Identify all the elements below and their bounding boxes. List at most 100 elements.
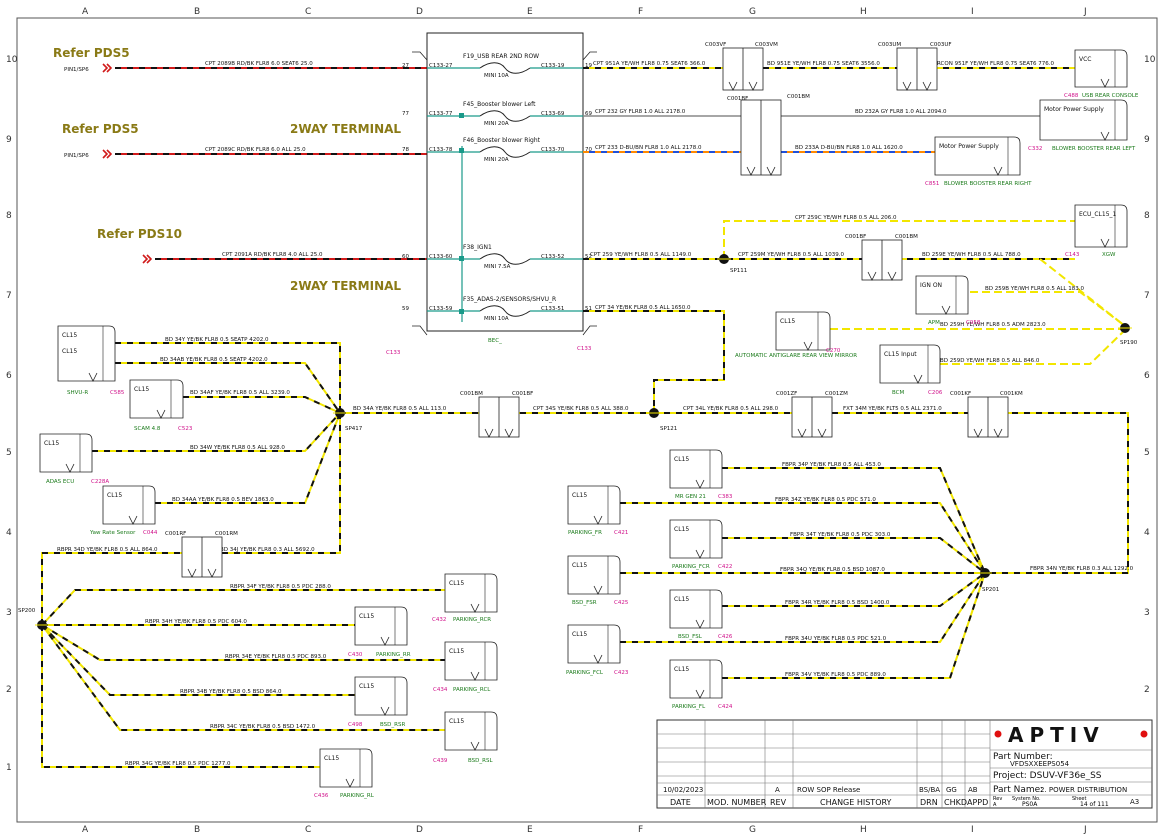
title-block-header: CHANGE HISTORY [820, 798, 892, 807]
title-block-header: CHKD [944, 798, 967, 807]
part-number-label: Part Number: [993, 752, 1053, 762]
fuse-name: F19_USB REAR 2ND ROW [463, 53, 539, 60]
device-name: PARKING_FR [568, 530, 602, 536]
fuse-pin-num-left: 27 [402, 63, 409, 69]
device-name: BLOWER BOOSTER REAR RIGHT [944, 181, 1032, 187]
fuse-rating: MINI 20A [484, 121, 509, 127]
system-label: System No. [1012, 796, 1041, 802]
device-connector-id: C958 [966, 320, 981, 326]
fuse-pin-num-left: 60 [402, 254, 409, 260]
fuse-pin-num-right: 51 [585, 306, 592, 312]
title-block-header: APPD [967, 798, 988, 807]
wire-label: FBPR 34Q YE/BK FLR8 0.5 BSD 1087.0 [780, 567, 885, 573]
title-block-header: MOD. NUMBER [707, 798, 767, 807]
wire-label: RBPR 34G YE/BK FLR8 0.5 PDC 1277.0 [125, 761, 231, 767]
device-pin-label: CL15 [674, 456, 689, 463]
part-name-label: Part Name: [993, 785, 1043, 795]
fuse-rating: MINI 20A [484, 157, 509, 163]
sheet-value: 14 of 111 [1080, 801, 1109, 808]
inline-connector-id: C003VF [705, 42, 726, 48]
device-pin-label: CL15 [674, 666, 689, 673]
drn-value: BS/BA [919, 786, 940, 794]
fuse-pin-num-right: 52 [585, 254, 592, 260]
device-name: PARKING_FL [672, 704, 706, 710]
pin-in-label: PIN1/SP6 [64, 153, 89, 159]
inline-connector-id: C001BF [512, 391, 533, 397]
fusebox-id-left: C133 [386, 350, 401, 356]
terminal-label: 2WAY TERMINAL [290, 122, 401, 136]
grid-row-label: 10 [6, 55, 18, 65]
device-name: SHVU-R [67, 390, 88, 396]
fuse-name: F38_IGN1 [463, 244, 492, 251]
splice-node: SP200 [18, 608, 49, 630]
title-block-header: DATE [670, 798, 691, 807]
grid-column-label: D [416, 825, 423, 835]
inline-connector-id: C001KF [950, 391, 971, 397]
device-pin-label: IGN ON [920, 282, 942, 289]
inline-connector-id: C001BF [727, 96, 748, 102]
fuse-pin-num-left: 77 [402, 111, 409, 117]
grid-column-label: D [416, 7, 423, 17]
grid-row-label: 6 [1144, 371, 1150, 381]
device-name: BSD_FSR [572, 600, 597, 606]
device-connector-id: C421 [614, 530, 628, 536]
wire-label: RBPR 34C YE/BK FLR8 0.5 BSD 1472.0 [210, 724, 316, 730]
grid-column-label: I [971, 825, 974, 835]
wire-label: FBPR 34T YE/BK FLR8 0.5 PDC 303.0 [790, 532, 891, 538]
wire-label: CPT 34L YE/BK FLR8 0.5 ALL 298.0 [683, 406, 779, 412]
grid-row-label: 3 [6, 608, 12, 618]
wire-label: BD 259H YE/WH FLR8 0.5 ADM 2823.0 [940, 322, 1046, 328]
blower-left-circuit: CPT 232 GY FLR8 1.0 ALL 2178.0 BD 232A G… [583, 109, 1040, 117]
device-connector-id: C488 [1064, 93, 1079, 99]
usb-circuit: CPT 951A YE/WH FLR8 0.75 SEAT6 366.0 BD … [583, 61, 1075, 69]
fuse-pin-num-left: 78 [402, 147, 409, 153]
device-connector-id: C425 [614, 600, 629, 606]
grid-column-label: I [971, 7, 974, 17]
arrow-in-icon [102, 63, 112, 73]
grid-column-label: C [305, 7, 311, 17]
device-pin-label: CL15 [572, 492, 587, 499]
device-pin-label: VCC [1079, 56, 1091, 63]
device-name: BCM [892, 390, 905, 396]
sheet-frame [16, 17, 1158, 823]
wire-label: BD 951E YE/WH FLR8 0.75 SEAT6 3556.0 [767, 61, 880, 67]
device-pin-label: Motor Power Supply [939, 143, 999, 150]
splice-label: SP121 [660, 426, 677, 432]
adas-circuit: CPT 34 YE/BK FLR8 0.5 ALL 1650.0 BD 34A … [41, 305, 1134, 768]
device-pin-label: Motor Power Supply [1044, 106, 1104, 113]
grid-row-label: 7 [1144, 291, 1150, 301]
device-connector-id: C426 [718, 634, 733, 640]
fusebox-id-right: C133 [577, 346, 592, 352]
wire-label: CPT 2089C RD/BK FLR8 6.0 ALL 25.0 [205, 147, 306, 153]
fuse-name: F35_ADAS-2/SENSORS/SHVU_R [463, 296, 556, 303]
fuse-pin-num-right: 19 [585, 63, 592, 69]
grid-row-label: 2 [1144, 685, 1150, 695]
wire-label: FXT 34M YE/BK FLT5 0.5 ALL 2371.0 [843, 406, 942, 412]
device-name: BSD_FSL [678, 634, 703, 640]
wire-label: BD 34AA YE/BK FLR8 0.5 BEV 1863.0 [172, 497, 274, 503]
part-number: VFDSXXEEPS054 [1010, 760, 1070, 768]
grid-row-label: 4 [6, 528, 12, 538]
device-connector-id: C439 [433, 758, 448, 764]
device-connector-id: C332 [1028, 146, 1042, 152]
wire-label: FBPR 34N YE/BK FLR8 0.3 ALL 1292.0 [1030, 566, 1134, 572]
power-feed-1: Refer PDS5 PIN1/SP6 CPT 2089B RD/BK FLR8… [53, 46, 427, 73]
device-connector-id: C585 [110, 390, 125, 396]
appd-value: AB [968, 786, 978, 794]
device-pin-label: CL15 Input [884, 351, 917, 358]
device-connector-id: C851 [925, 181, 939, 187]
wire-label: RCON 951F YE/WH FLR8 0.75 SEAT6 776.0 [937, 61, 1054, 67]
